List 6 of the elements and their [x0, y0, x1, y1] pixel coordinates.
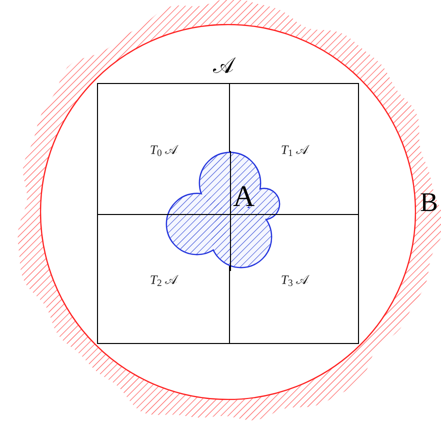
- grid-label: 𝒜: [213, 55, 234, 77]
- quadrant-label: T$_{2}$ 𝒜: [150, 273, 178, 286]
- quadrant-label: T$_{1}$ 𝒜: [280, 142, 308, 156]
- quadrant-label: T$_{0}$ 𝒜: [150, 142, 178, 156]
- quadrant-label: T$_{3}$ 𝒜: [280, 273, 308, 286]
- region-label: B: [420, 189, 438, 216]
